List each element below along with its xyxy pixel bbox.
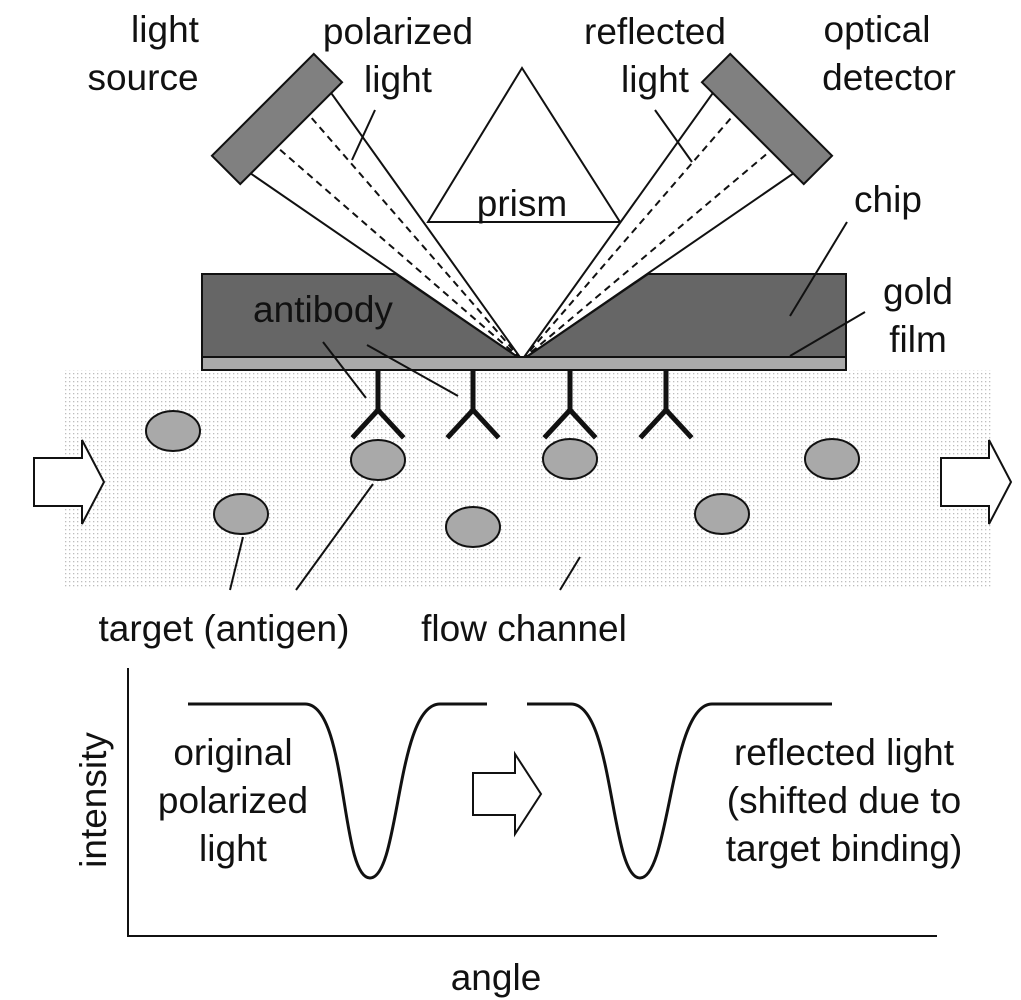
label-detector-line1: optical (824, 9, 931, 50)
antigen (804, 438, 860, 480)
label-polarized-line2: light (364, 59, 433, 100)
reflected-ray-2 (521, 135, 789, 361)
antibody-1 (350, 369, 406, 440)
flow-in-arrow (33, 439, 106, 525)
antibody-3 (542, 369, 598, 440)
label-gold-line1: gold (883, 271, 953, 312)
antigen (542, 438, 598, 480)
flow-channel-region (64, 370, 991, 588)
graph-xlabel: angle (451, 957, 542, 998)
antigen (213, 493, 269, 535)
label-shifted-line1: reflected light (734, 732, 955, 773)
label-prism: prism (477, 183, 567, 224)
shift-arrow (472, 750, 543, 838)
antibody-2 (445, 369, 501, 440)
label-light-source-line1: light (131, 9, 200, 50)
antigens (145, 410, 860, 548)
antigen (694, 493, 750, 535)
light-source (210, 52, 344, 186)
antigen (445, 506, 501, 548)
label-original-line2: polarized (158, 780, 308, 821)
label-flow-channel: flow channel (421, 608, 627, 649)
curve-shifted (527, 702, 832, 880)
prism (426, 66, 622, 223)
label-polarized-line1: polarized (323, 11, 473, 52)
label-detector-line2: detector (822, 57, 956, 98)
antigen (145, 410, 201, 452)
label-reflected-line1: reflected (584, 11, 726, 52)
optical-detector (700, 52, 834, 186)
label-target: target (antigen) (99, 608, 350, 649)
label-antibody: antibody (253, 289, 393, 330)
incident-ray-2 (261, 133, 523, 361)
incident-ray-1 (295, 99, 523, 361)
label-light-source-line2: source (87, 57, 198, 98)
resonance-graph: intensity angle original polarized light… (73, 668, 962, 998)
label-reflected-line2: light (621, 59, 690, 100)
label-original-line3: light (199, 828, 268, 869)
curve-original (188, 702, 487, 880)
label-chip: chip (854, 179, 922, 220)
label-gold-line2: film (889, 319, 947, 360)
antigen (350, 439, 406, 481)
label-shifted-line3: target binding) (726, 828, 963, 869)
leader-lines (229, 109, 866, 591)
label-shifted-line2: (shifted due to (727, 780, 961, 821)
flow-out-arrow (940, 439, 1013, 525)
reflected-ray-1 (521, 95, 751, 361)
antibodies (350, 369, 694, 440)
gold-film (201, 356, 847, 371)
antibody-4 (638, 369, 694, 440)
label-original-line1: original (173, 732, 292, 773)
graph-ylabel: intensity (73, 732, 114, 868)
graph-axes (127, 668, 937, 937)
